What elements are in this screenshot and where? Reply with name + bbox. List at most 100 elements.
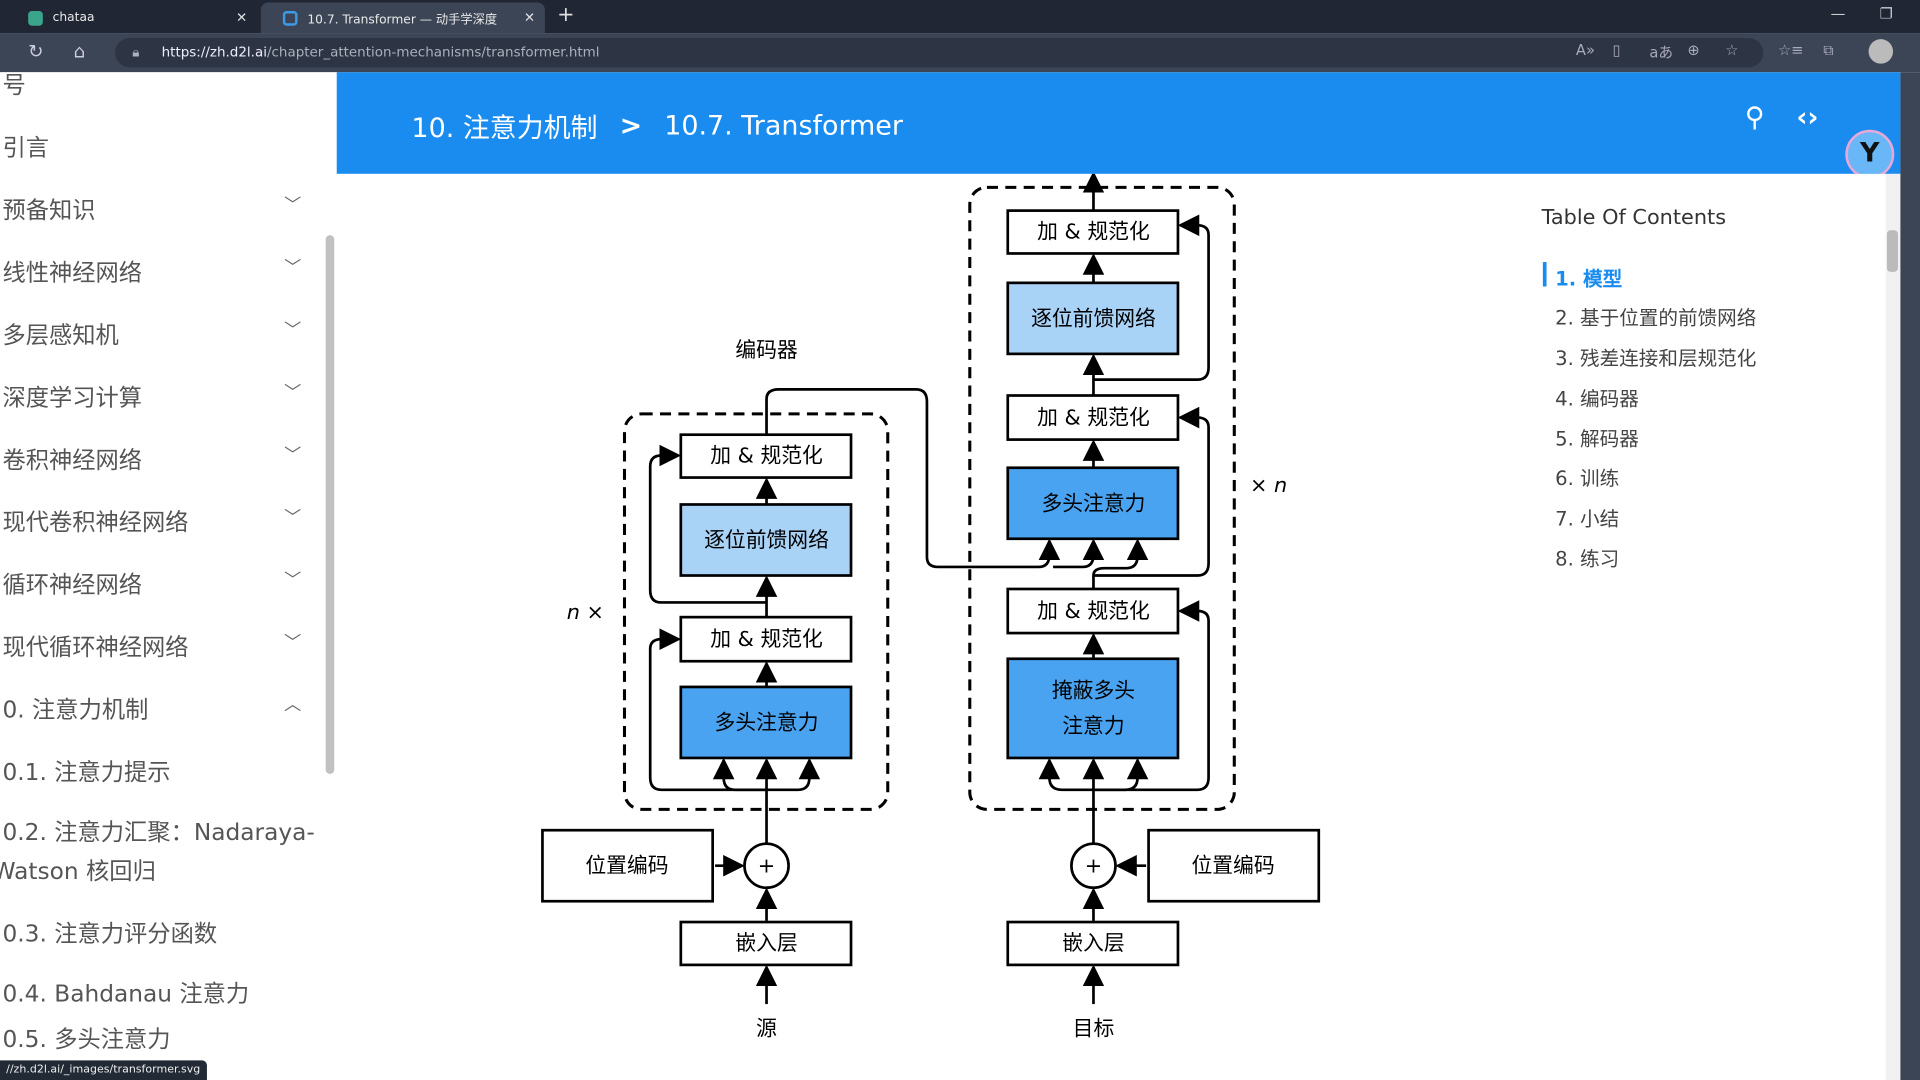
translate-icon[interactable]: aあ <box>1649 44 1674 62</box>
close-tab-icon[interactable]: ✕ <box>523 9 536 26</box>
collections-icon[interactable]: ⧉ <box>1823 41 1834 59</box>
dec-ffn-block <box>1006 281 1180 356</box>
breadcrumb-separator-icon: > <box>619 110 643 142</box>
toc-item-model[interactable]: 1. 模型 <box>1555 266 1623 291</box>
toc-active-indicator <box>1542 262 1547 287</box>
add-norm-label: 加 & 规范化 <box>710 444 823 468</box>
masked-mha-label: 注意力 <box>1062 714 1124 738</box>
d2l-favicon-icon <box>282 10 298 26</box>
tab-transformer[interactable]: 10.7. Transformer — 动手学深度 ✕ <box>260 2 545 34</box>
enc-plus-icon <box>743 842 790 890</box>
toc-item[interactable]: 7. 小结 <box>1555 506 1620 531</box>
url-host: https://zh.d2l.ai <box>161 44 267 61</box>
sidebar-item[interactable]: 深度学习计算 <box>2 384 143 412</box>
sidebar-item-cont[interactable]: Watson 核回归 <box>0 858 156 886</box>
restore-button[interactable]: ❐ <box>1879 4 1893 23</box>
enc-repeat-label: n × <box>567 600 604 624</box>
assistant-floating-button[interactable]: Y <box>1845 129 1895 179</box>
sidebar-item[interactable]: 0.2. 注意力汇聚：Nadaraya- <box>2 819 315 847</box>
sidebar-item[interactable]: 卷积神经网络 <box>2 446 143 474</box>
dec-pos-enc-block <box>1147 828 1321 903</box>
refresh-icon[interactable]: ↻ <box>28 40 44 63</box>
chevron-down-icon[interactable]: ﹀ <box>284 320 302 341</box>
toc-item[interactable]: 4. 编码器 <box>1555 386 1639 411</box>
dec-add-norm-3 <box>1006 209 1180 255</box>
immersive-reader-icon[interactable]: ▯ <box>1612 41 1621 59</box>
enc-pos-enc-block <box>541 828 715 903</box>
sidebar-item[interactable]: 预备知识 <box>2 197 96 225</box>
diagram-arrows <box>648 173 1210 1005</box>
sidebar-item[interactable]: 线性神经网络 <box>2 259 143 287</box>
favorite-add-icon[interactable]: ☆ <box>1725 41 1739 59</box>
embed-label: 嵌入层 <box>735 931 797 955</box>
enc-add-norm-2 <box>679 433 853 479</box>
read-aloud-icon[interactable]: A» <box>1575 41 1595 59</box>
breadcrumb-chapter[interactable]: 10. 注意力机制 <box>411 113 598 145</box>
chevron-down-icon[interactable]: ﹀ <box>284 570 302 591</box>
page-scrollbar-thumb[interactable] <box>1886 230 1898 272</box>
embed-label: 嵌入层 <box>1062 931 1124 955</box>
chevron-down-icon[interactable]: ﹀ <box>284 258 302 278</box>
enc-add-norm-1 <box>679 615 853 663</box>
lock-icon: 🔒︎ <box>132 44 140 61</box>
tab-chataa[interactable]: chataa ✕ <box>6 2 257 33</box>
dec-embed-block <box>1006 920 1180 967</box>
toc-item[interactable]: 3. 残差连接和层规范化 <box>1555 346 1757 370</box>
new-tab-button[interactable]: + <box>557 2 575 27</box>
sidebar-item[interactable]: 0.1. 注意力提示 <box>2 759 171 787</box>
sidebar-item[interactable]: 0.5. 多头注意力 <box>2 1026 171 1054</box>
chevron-up-icon[interactable]: ︿ <box>284 695 302 716</box>
sidebar-item[interactable]: 号 <box>2 72 26 100</box>
tab-label: 10.7. Transformer — 动手学深度 <box>307 13 498 27</box>
sidebar-item-attention[interactable]: 0. 注意力机制 <box>2 696 149 724</box>
sidebar-item[interactable]: 现代卷积神经网络 <box>2 509 189 537</box>
toc-item[interactable]: 8. 练习 <box>1555 547 1620 571</box>
tab-bar: chataa ✕ 10.7. Transformer — 动手学深度 ✕ + — ❐ <box>0 0 1920 34</box>
enc-embed-block <box>679 920 853 967</box>
target-label: 目标 <box>1073 1017 1115 1041</box>
sidebar-item[interactable]: 0.4. Bahdanau 注意力 <box>2 980 250 1008</box>
chevron-down-icon[interactable]: ﹀ <box>284 195 302 216</box>
chevron-down-icon[interactable]: ﹀ <box>284 383 302 403</box>
sidebar: 号 引言 预备知识 ﹀ 线性神经网络 ﹀ 多层感知机 ﹀ 深度学习计算 ﹀ 卷积神经网络… <box>0 72 337 1080</box>
url-path: /chapter_attention-mechanisms/transforme… <box>266 44 600 61</box>
search-icon[interactable]: ⚲ <box>1744 102 1765 134</box>
toc-item[interactable]: 2. 基于位置的前馈网络 <box>1555 306 1757 330</box>
status-bar-url: //zh.d2l.ai/_images/transformer.svg <box>0 1060 207 1080</box>
close-tab-icon[interactable]: ✕ <box>236 9 248 26</box>
profile-avatar[interactable] <box>1868 39 1894 64</box>
minimize-button[interactable]: — <box>1830 4 1846 23</box>
url-input[interactable]: 🔒︎ https://zh.d2l.ai/chapter_attention-me… <box>115 37 1764 68</box>
zoom-icon[interactable]: ⊕ <box>1687 41 1700 59</box>
sidebar-item[interactable]: 引言 <box>2 134 49 162</box>
sidebar-item[interactable]: 多层感知机 <box>2 322 119 349</box>
chevron-down-icon[interactable]: ﹀ <box>284 633 302 653</box>
sidebar-item[interactable]: 现代循环神经网络 <box>2 634 189 662</box>
main-content: 编码器 加 & 规范化 逐位前馈网络 加 & 规范化 多头注意力 + 位置编码 … <box>336 173 1886 1080</box>
favorites-icon[interactable]: ☆≡ <box>1777 41 1804 59</box>
chevron-down-icon[interactable]: ﹀ <box>284 445 302 466</box>
transformer-diagram: 编码器 加 & 规范化 逐位前馈网络 加 & 规范化 多头注意力 + 位置编码 … <box>541 173 1321 1041</box>
page-header: 10. 注意力机制 > 10.7. Transformer ⚲ ‹› <box>336 72 1901 174</box>
toc-item[interactable]: 6. 训练 <box>1555 466 1620 490</box>
sidebar-item[interactable]: 循环神经网络 <box>2 571 143 599</box>
breadcrumb-section[interactable]: 10.7. Transformer <box>664 110 903 142</box>
toc-item[interactable]: 5. 解码器 <box>1555 427 1639 451</box>
page-scrollbar[interactable] <box>1885 173 1901 1080</box>
sidebar-scrollbar[interactable] <box>325 235 335 774</box>
dec-mha-block <box>1006 466 1180 541</box>
tab-label: chataa <box>52 11 95 25</box>
address-bar-row: ↻ ⌂ 🔒︎ https://zh.d2l.ai/chapter_attentio… <box>0 33 1920 73</box>
chevron-down-icon[interactable]: ﹀ <box>284 508 302 528</box>
source-label: 源 <box>756 1017 777 1041</box>
home-icon[interactable]: ⌂ <box>73 40 86 63</box>
code-icon[interactable]: ‹› <box>1796 102 1819 134</box>
dec-add-norm-2 <box>1006 394 1180 441</box>
add-norm-label: 加 & 规范化 <box>1037 599 1150 623</box>
chataa-favicon-icon <box>28 10 43 26</box>
plus-label: + <box>1085 854 1102 878</box>
pos-enc-label: 位置编码 <box>585 854 668 878</box>
enc-mha-block <box>679 685 853 760</box>
sidebar-item[interactable]: 0.3. 注意力评分函数 <box>2 920 218 948</box>
pos-enc-label: 位置编码 <box>1191 854 1274 878</box>
